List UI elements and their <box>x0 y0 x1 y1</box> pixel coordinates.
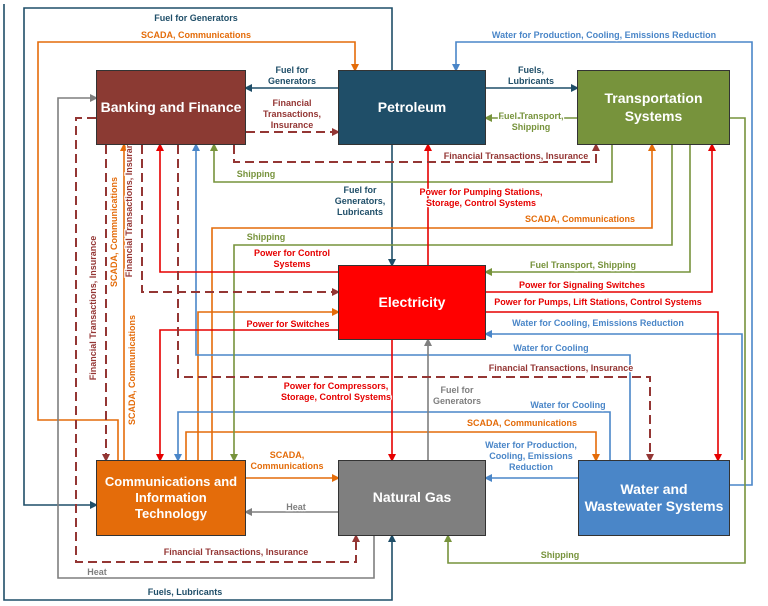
edge-label-scada-gas: SCADA,Communications <box>250 450 323 471</box>
edge-water-cooling-emissions <box>484 330 743 460</box>
edge-label-shipping-bottom: Shipping <box>541 550 580 560</box>
communications-it-node[interactable]: Communications and Information Technolog… <box>96 460 246 536</box>
edge-fuel-for-generators-top <box>23 7 393 509</box>
edge-label-power-compressors: Power for Compressors,Storage, Control S… <box>281 381 391 402</box>
edge-label-water-production-top: Water for Production, Cooling, Emissions… <box>492 30 716 40</box>
edge-label-fin-vert-1: Financial Transactions, Insurance <box>88 236 98 381</box>
edge-label-financial-transport: Financial Transactions, Insurance <box>444 151 589 161</box>
edge-label-power-pumping: Power for Pumping Stations,Storage, Cont… <box>419 187 542 208</box>
edge-power-switches <box>156 329 338 462</box>
edge-scada-trans <box>211 143 656 460</box>
edge-label-financial-bottom: Financial Transactions, Insurance <box>164 547 309 557</box>
edge-label-scada-top: SCADA, Communications <box>141 30 251 40</box>
edge-label-shipping-bank: Shipping <box>237 169 276 179</box>
edge-label-power-switches: Power for Switches <box>246 319 329 329</box>
transportation-node[interactable]: Transportation Systems <box>577 70 730 145</box>
edge-heat-bottom <box>57 94 375 579</box>
edge-financial-bottom <box>75 117 360 563</box>
water-wastewater-node[interactable]: Water and Wastewater Systems <box>578 460 730 536</box>
edge-scada-top <box>37 41 359 460</box>
edge-power-signaling <box>486 143 716 293</box>
natural-gas-node[interactable]: Natural Gas <box>338 460 486 536</box>
edge-label-fuel-for-generators-top: Fuel for Generators <box>154 13 238 23</box>
edge-shipping-bottom <box>444 117 746 564</box>
edge-power-pumps <box>486 311 722 462</box>
edge-label-fuel-transport-shipping-elec: Fuel Transport, Shipping <box>530 260 636 270</box>
edge-label-scada-trans: SCADA, Communications <box>525 214 635 224</box>
edge-label-scada-water: SCADA, Communications <box>467 418 577 428</box>
edge-label-water-cooling-1: Water for Cooling <box>513 343 588 353</box>
edge-label-fuel-transport-shipping-pet: Fuel Transport,Shipping <box>498 111 563 132</box>
edge-financial-water <box>177 145 654 462</box>
edge-label-power-pumps-lift: Power for Pumps, Lift Stations, Control … <box>494 297 702 307</box>
electricity-node[interactable]: Electricity <box>338 265 486 340</box>
banking-finance-node[interactable]: Banking and Finance <box>96 70 246 145</box>
edge-label-shipping-comms: Shipping <box>247 232 286 242</box>
edge-label-heat-comms: Heat <box>286 502 306 512</box>
petroleum-node[interactable]: Petroleum <box>338 70 486 145</box>
edge-water-cooling-1 <box>192 143 631 460</box>
edge-label-financial-water: Financial Transactions, Insurance <box>489 363 634 373</box>
edge-financial-transport <box>233 143 600 163</box>
edge-label-water-cooling-emissions: Water for Cooling, Emissions Reduction <box>512 318 684 328</box>
edge-fuels-bottom <box>3 4 396 601</box>
edge-financial-elec <box>141 145 340 296</box>
edge-label-scada-vert-1: SCADA, Communications <box>109 177 119 287</box>
edge-scada-water <box>185 431 600 462</box>
edge-shipping-comms <box>230 145 673 462</box>
edge-label-power-signaling: Power for Signaling Switches <box>519 280 645 290</box>
edge-shipping-bank <box>210 143 613 183</box>
edge-fuel-transport-elec <box>484 145 691 276</box>
edge-label-fuels-lubricants-trans: Fuels,Lubricants <box>508 65 554 86</box>
edge-water-cooling-2 <box>174 411 611 462</box>
edge-label-scada-vert-2: SCADA, Communications <box>127 315 137 425</box>
edge-label-fin-vert-2: Financial Transactions, Insurance <box>124 133 134 278</box>
edge-label-water-cooling-2: Water for Cooling <box>530 400 605 410</box>
edge-label-heat-bottom: Heat <box>87 567 107 577</box>
edge-power-control <box>156 143 338 273</box>
edge-scada-comm-elec <box>197 308 340 460</box>
edge-label-fuels-lubricants-bottom: Fuels, Lubricants <box>148 587 223 597</box>
